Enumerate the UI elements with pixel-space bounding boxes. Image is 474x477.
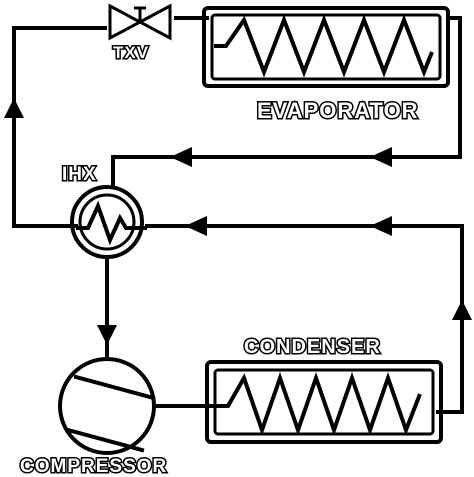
flow-arrow-condenser-riser — [452, 300, 472, 320]
ihx-heat-exchanger-icon — [70, 185, 147, 259]
compressor-icon — [58, 357, 156, 455]
pipe-ihx-to-txv — [12, 26, 107, 228]
flow-arrow-to-compressor — [97, 325, 117, 345]
evaporator-label: EVAPORATOR — [257, 98, 419, 123]
txv-valve-icon — [108, 3, 172, 41]
flow-arrow-suction-1 — [170, 147, 192, 167]
pipe-evaporator-to-ihx — [111, 16, 462, 187]
flow-arrow-liquid-1 — [185, 216, 207, 236]
compressor-label: COMPRESSOR — [20, 456, 167, 477]
condenser-coil — [205, 360, 443, 444]
flow-arrow-liquid-2 — [370, 216, 392, 236]
pipe-condenser-to-ihx — [145, 224, 464, 414]
condenser-label: CONDENSER — [244, 336, 381, 358]
txv-label: TXV — [113, 43, 149, 62]
flow-arrow-left-riser — [4, 98, 24, 118]
flow-arrow-suction-2 — [370, 147, 392, 167]
ihx-label: IHX — [62, 164, 97, 185]
evaporator-coil — [202, 6, 450, 88]
